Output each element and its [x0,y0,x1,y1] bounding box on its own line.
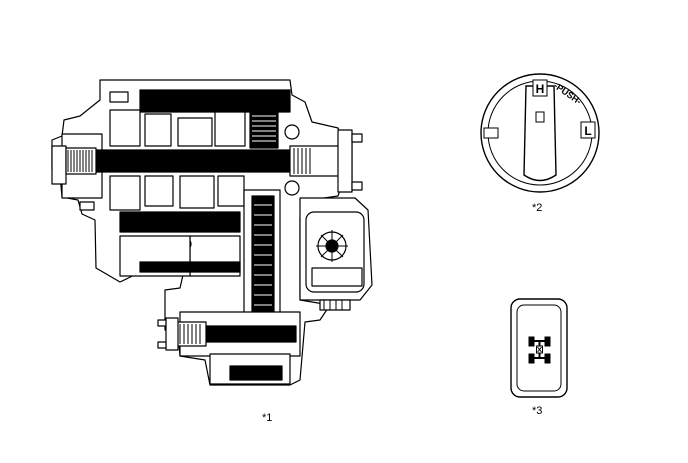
lower-gear-2 [144,175,174,207]
4wd-drivetrain-icon [528,336,551,364]
lower-case-strip [139,261,241,273]
actuator-motor [299,197,373,311]
front-bolt-bottom [157,341,167,349]
upper-clutch-pack [249,111,279,149]
lower-gear-3 [179,175,215,209]
spline-teeth [67,150,93,172]
lower-gear-4 [217,175,245,207]
callout-indicator-switch: *3 [532,405,543,417]
callout-transfer: *1 [262,412,273,424]
transfer-shift-knob: H -PUSH- L [480,73,600,193]
knob-low-label: L [584,124,591,138]
rear-flange [337,129,353,193]
knob-low-box [580,121,596,139]
upper-black-band [139,89,291,113]
input-seal [51,145,67,185]
upper-bearing [284,124,300,140]
front-output-shaft [205,325,297,343]
lower-bearing [284,180,300,196]
left-bolt [79,201,95,211]
rear-bolt-bottom [351,181,363,191]
knob-pointer [523,85,557,182]
upper-gear-2 [144,113,172,147]
front-output-spline [175,321,207,347]
front-bolt-top [157,319,167,327]
upper-gear-3 [177,117,213,147]
upper-gear-4 [214,111,246,147]
upper-clutch-lines [252,115,276,142]
upper-gear-1 [109,109,141,147]
knob-high-label: H [536,82,545,96]
knob-high-box [532,79,548,97]
indicator-switch [510,298,568,398]
front-spline-teeth [179,324,201,344]
knob-left-tab [483,127,499,139]
lower-gear-1 [109,175,141,211]
lower-gear-black [229,365,283,381]
top-left-bolt [109,91,129,103]
output-spline-teeth [293,148,311,174]
output-shaft-rear [289,145,346,177]
knob-pointer-mark [535,111,545,123]
callout-selector-knob: *2 [532,202,543,214]
transfer-case-cutaway [51,79,373,386]
lower-black-band [119,211,241,233]
rear-bolt-top [351,133,363,143]
front-flange [165,317,179,351]
